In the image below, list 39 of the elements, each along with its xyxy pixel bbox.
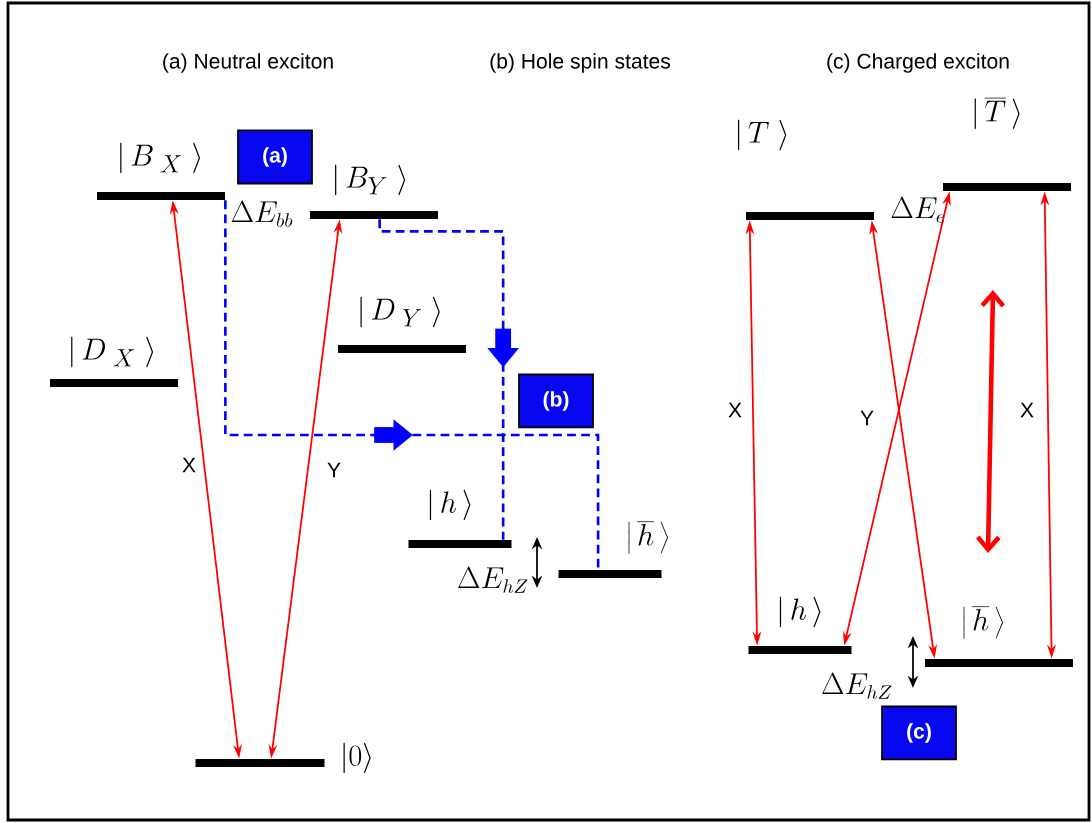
- node-label: $\left|\,T\;\right\rangle$: [737, 119, 787, 151]
- energy-level: $\left|\,D_{\;X}\;\right\rangle$: [50, 336, 178, 387]
- energy-level: $\left|\,\overline{h}\,\right\rangle$: [558, 521, 668, 578]
- energy-level: $\left|\,\overline{T}\,\right\rangle$: [943, 98, 1071, 191]
- node-label: $\left|0\right\rangle$: [343, 742, 371, 774]
- energy-level: $\left|\,h\,\right\rangle$: [408, 489, 512, 548]
- edge-label: X: [726, 401, 744, 419]
- energy-level: $\left|\,h\,\right\rangle$: [748, 596, 852, 654]
- node-label: $\left|\,B_{Y}\;\right\rangle$: [335, 164, 406, 196]
- energy-level: $\left|\,B_{Y}\;\right\rangle$: [310, 164, 438, 219]
- node-label: $\left|\,h\,\right\rangle$: [429, 489, 471, 521]
- panel-title: (b) Hole spin states: [490, 53, 671, 73]
- dashed-arrow: [224, 200, 600, 570]
- node-label: $\left|\,h\,\right\rangle$: [779, 596, 821, 628]
- energy-level: $\left|\,B_{\;X}\;\right\rangle$: [97, 142, 225, 200]
- splitting-label: $\Delta E_{e}$: [891, 196, 945, 223]
- energy-level: $\left|\,D_{\;Y}\;\right\rangle$: [338, 296, 466, 353]
- dashed-arrow: [378, 219, 519, 540]
- panel-title: (a) Neutral exciton: [163, 53, 333, 73]
- node-label: $\left|\,D_{\;X}\;\right\rangle$: [71, 336, 154, 368]
- label-box: (a): [237, 129, 313, 185]
- edge-label: X: [180, 456, 198, 474]
- energy-level: $\left|\,T\;\right\rangle$: [737, 119, 874, 220]
- node-label: $\left|\,\overline{h}\,\right\rangle$: [963, 606, 1003, 639]
- label-box: (b): [518, 373, 594, 429]
- edge-label: Y: [325, 461, 343, 479]
- label-box: (c): [881, 705, 957, 761]
- node-label: $\left|\,\overline{T}\,\right\rangle$: [974, 98, 1020, 129]
- energy-level: $\left|0\right\rangle$: [195, 742, 371, 774]
- splitting-label: $\Delta E_{hZ}$: [822, 672, 892, 699]
- node-label: $\left|\,D_{\;Y}\;\right\rangle$: [360, 296, 440, 328]
- panel-title: (c) Charged exciton: [827, 53, 1009, 73]
- node-label: $\left|\,\overline{h}\,\right\rangle$: [628, 521, 668, 554]
- splitting-label: $\Delta E_{hZ}$: [458, 566, 528, 593]
- splitting-label: $\Delta E_{bb}$: [231, 200, 293, 227]
- node-label: $\left|\,B_{\;X}\;\right\rangle$: [120, 142, 201, 174]
- edge-label: Y: [858, 409, 876, 427]
- energy-level: $\left|\,\overline{h}\,\right\rangle$: [925, 606, 1073, 667]
- edge-label: X: [1018, 401, 1036, 419]
